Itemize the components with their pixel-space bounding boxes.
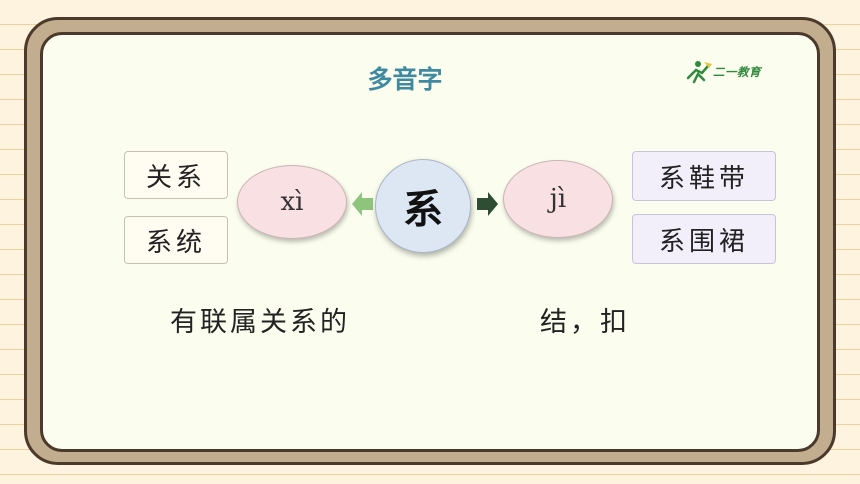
pinyin-oval-xi: xì — [237, 165, 347, 239]
center-character: 系 — [375, 159, 471, 253]
arrow-right-icon — [477, 192, 498, 216]
word-card-jiweiqun: 系围裙 — [632, 214, 776, 264]
word-card-xitong: 系统 — [124, 216, 228, 264]
page-title: 多音字 — [367, 65, 443, 94]
word-card-guanxi: 关系 — [124, 151, 228, 199]
meaning-right: 结，扣 — [540, 307, 630, 338]
logo-text: 二一教育 — [713, 65, 761, 79]
logo-runner-icon — [686, 61, 712, 84]
pinyin-oval-ji: jì — [503, 160, 613, 238]
word-card-jixiedai: 系鞋带 — [632, 151, 776, 201]
meaning-left: 有联属关系的 — [170, 307, 350, 338]
arrow-left-icon — [352, 192, 373, 216]
